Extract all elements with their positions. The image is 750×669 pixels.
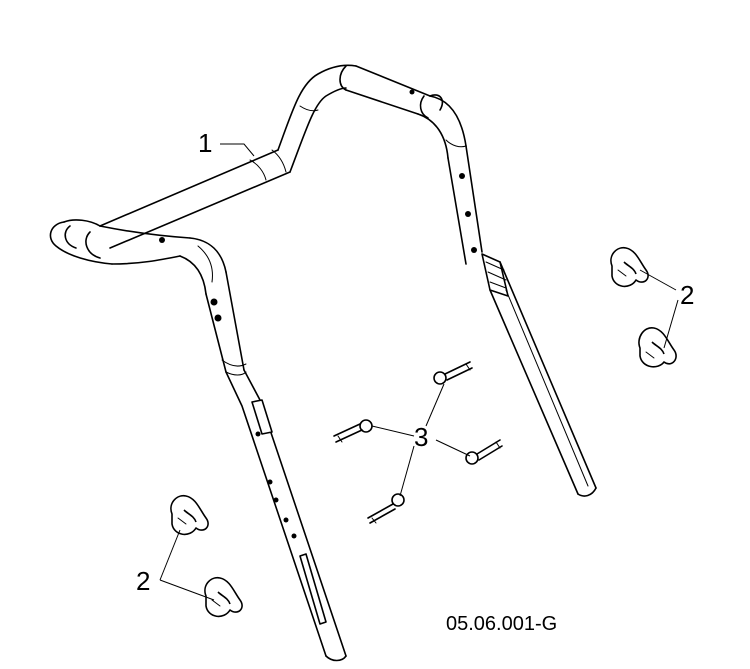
leader-callout-3-c [435, 439, 471, 457]
leader-callout-2-right-b [663, 299, 679, 349]
bolt-top [433, 361, 473, 385]
leader-callout-2-left-b [159, 579, 215, 601]
bolt-bottom [367, 493, 405, 524]
leader-callout-2-right-a [639, 269, 677, 291]
leader-callout-3-d [399, 445, 415, 497]
knob-upper-right [610, 246, 649, 288]
leader-callout-1 [220, 143, 255, 157]
reference-code: 05.06.001-G [446, 613, 557, 635]
leader-callout-2-left-a [159, 529, 181, 581]
knob-upper-left [170, 494, 209, 536]
knob-lower-left [204, 576, 243, 618]
knob-lower-right [638, 327, 677, 368]
bolt-right [465, 439, 503, 465]
callout-2-left: 2 [136, 566, 150, 596]
bolt-left [333, 419, 373, 443]
callout-3: 3 [414, 422, 428, 452]
callout-2-right: 2 [680, 280, 694, 310]
leader-callout-3-b [371, 425, 415, 437]
upper-handle [49, 64, 597, 662]
callout-1: 1 [198, 128, 212, 158]
leader-callout-3-a [425, 383, 445, 427]
